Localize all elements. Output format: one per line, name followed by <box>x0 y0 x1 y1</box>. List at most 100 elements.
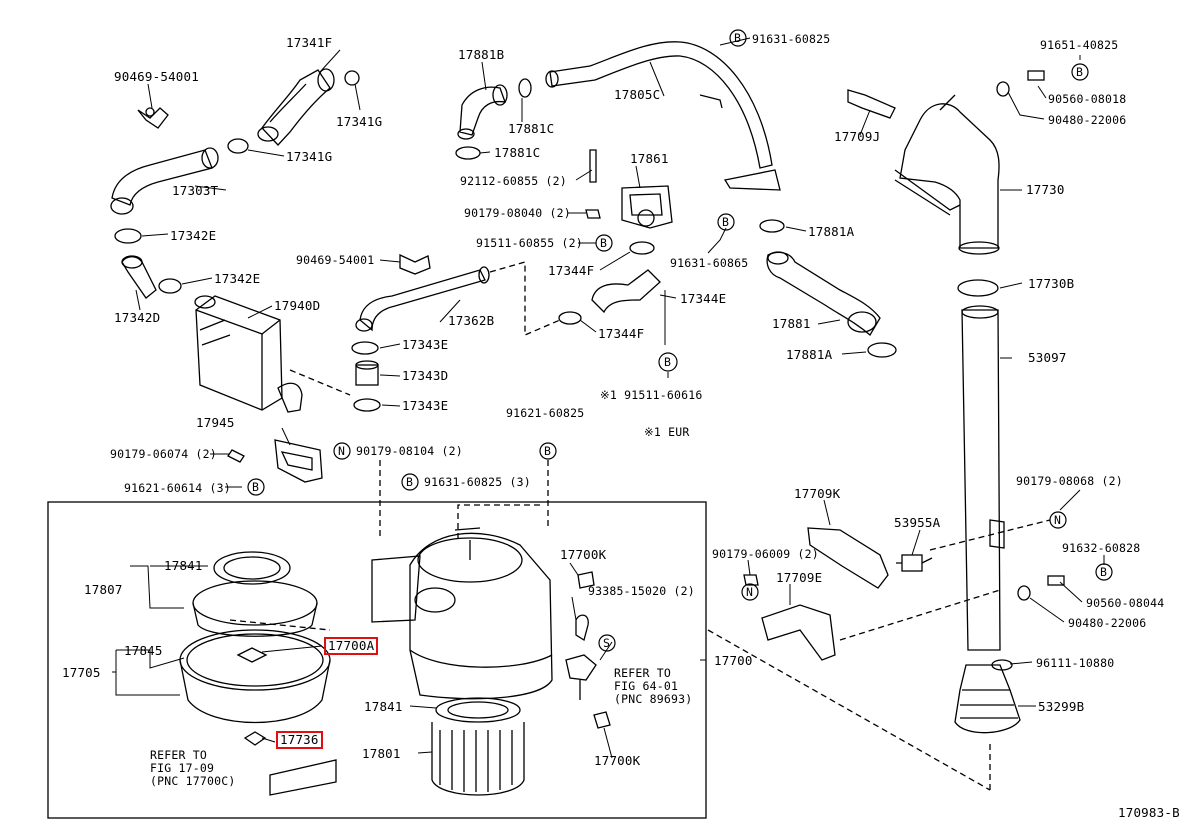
bracket-17709K <box>807 527 889 589</box>
part-label-17730: 17730 <box>1026 182 1065 197</box>
part-label-17841: 17841 <box>164 558 203 573</box>
clamp-17343E-a <box>351 341 379 355</box>
hose-17341F <box>257 68 335 146</box>
sleeve-17343D <box>355 360 379 386</box>
part-label-17341G: 17341G <box>336 114 383 129</box>
clamp-90469 <box>137 107 169 129</box>
part-label-90179-06074: 90179-06074 (2) <box>110 447 217 461</box>
part-label-91621-60614: 91621-60614 (3) <box>124 481 231 495</box>
filter-element-strip <box>269 759 337 796</box>
clamp-17342E-b <box>158 278 182 294</box>
part-label-91632-60828: 91632-60828 <box>1062 541 1141 555</box>
boot-53299B <box>954 664 1021 734</box>
symbol-b: B <box>600 236 608 250</box>
bracket-17709E <box>761 604 836 661</box>
part-label-53097: 53097 <box>1028 350 1067 365</box>
clamp-90469-b <box>399 253 431 275</box>
part-label-17341G: 17341G <box>286 149 333 164</box>
part-label-17881B: 17881B <box>458 47 505 62</box>
part-label-91511-60855: 91511-60855 (2) <box>476 236 583 250</box>
part-label-17807: 17807 <box>84 582 123 597</box>
symbol-b: B <box>1100 565 1108 579</box>
symbol-b: B <box>544 444 552 458</box>
nut-90179-08040 <box>585 209 601 219</box>
pipe-17805C <box>545 41 781 191</box>
wingnut-17736 <box>243 731 267 746</box>
clamp-17881C-b <box>455 146 481 160</box>
refer-note-line2: FIG 17-09 <box>150 761 215 775</box>
clamp-17881C-a <box>518 78 532 98</box>
part-label-17700K: 17700K <box>594 753 641 768</box>
symbol-b: B <box>1076 65 1084 79</box>
part-label-93385-15020: 93385-15020 (2) <box>588 584 695 598</box>
bolt-90560-08018 <box>1027 70 1045 81</box>
symbol-n: N <box>1054 513 1062 527</box>
part-label-91631-60865: 91631-60865 <box>670 256 749 270</box>
part-label-91651-40825: 91651-40825 <box>1040 38 1119 52</box>
part-label-91631-60825: 91631-60825 <box>752 32 831 46</box>
leader-lines <box>112 37 1105 759</box>
air-cleaner-lid <box>179 551 331 724</box>
valve-53955A <box>896 554 933 572</box>
part-label-17805C: 17805C <box>614 87 661 102</box>
bracket-17861 <box>621 185 673 229</box>
part-label-17881A: 17881A <box>808 224 855 239</box>
bolt-90179-06009 <box>743 574 759 586</box>
symbol-b: B <box>734 31 742 45</box>
part-label-17881: 17881 <box>772 316 811 331</box>
part-label-17343E: 17343E <box>402 398 449 413</box>
refer-note-2-line3: (PNC 89693) <box>614 692 693 706</box>
refer-note-line3: (PNC 17700C) <box>150 774 236 788</box>
dashed-leaders <box>229 460 1051 791</box>
part-label-90469-54001: 90469-54001 <box>296 253 375 267</box>
part-label-17700K: 17700K <box>560 547 607 562</box>
part-label-90469-54001: 90469-54001 <box>114 69 199 84</box>
symbol-b: B <box>406 475 414 489</box>
bolt-90560-08044 <box>1047 575 1065 586</box>
part-label-17881C: 17881C <box>494 145 541 160</box>
part-label-17700A-highlighted: 17700A <box>324 637 379 655</box>
part-label-90179-06009: 90179-06009 (2) <box>712 547 819 561</box>
part-label-17700: 17700 <box>714 653 753 668</box>
part-label-17343E: 17343E <box>402 337 449 352</box>
part-label-17801: 17801 <box>362 746 401 761</box>
clamp-96111 <box>991 659 1013 671</box>
symbol-n: N <box>338 444 346 458</box>
dash-line-intercooler <box>289 369 351 396</box>
part-label-53955A: 53955A <box>894 515 941 530</box>
part-label-17709K: 17709K <box>794 486 841 501</box>
clamp-17341G <box>227 138 249 154</box>
part-label-90480-22006: 90480-22006 <box>1048 113 1127 127</box>
bolt-92112 <box>589 149 597 183</box>
part-label-91511-60616: ※1 91511-60616 <box>600 388 703 402</box>
part-label-17342E: 17342E <box>170 228 217 243</box>
part-label-90560-08044: 90560-08044 <box>1086 596 1165 610</box>
part-label-17705: 17705 <box>62 665 101 680</box>
part-label-17709J: 17709J <box>834 129 881 144</box>
symbol-b: B <box>664 355 672 369</box>
part-label-17344E: 17344E <box>680 291 727 306</box>
clamp-17343E-b <box>353 398 381 412</box>
figure-id: 170983-B <box>1118 805 1180 820</box>
part-label-17343D: 17343D <box>402 368 449 383</box>
intercooler-17940D <box>194 295 303 413</box>
part-label-17342D: 17342D <box>114 310 161 325</box>
hose-17303T <box>110 147 219 215</box>
part-label-92112: 92112-60855 (2) <box>460 174 567 188</box>
note-eur: ※1 EUR <box>644 425 690 439</box>
clamp-17881A-a <box>759 219 785 233</box>
part-label-17730B: 17730B <box>1028 276 1075 291</box>
duct-17730 <box>894 94 1000 255</box>
assembly-frame <box>47 501 707 819</box>
clamp-17342E-a <box>114 228 142 244</box>
clamp-17344F-b <box>558 311 582 325</box>
part-label-90560-08018: 90560-08018 <box>1048 92 1127 106</box>
hose-17881 <box>766 251 881 337</box>
refer-note-2-line2: FIG 64-01 <box>614 679 679 693</box>
part-label-17344F: 17344F <box>598 326 645 341</box>
part-label-17341F: 17341F <box>286 35 333 50</box>
washer-90480-a <box>996 81 1010 97</box>
part-label-17841: 17841 <box>364 699 403 714</box>
filter-element-17801 <box>431 697 525 796</box>
hose-17342D <box>121 255 157 299</box>
